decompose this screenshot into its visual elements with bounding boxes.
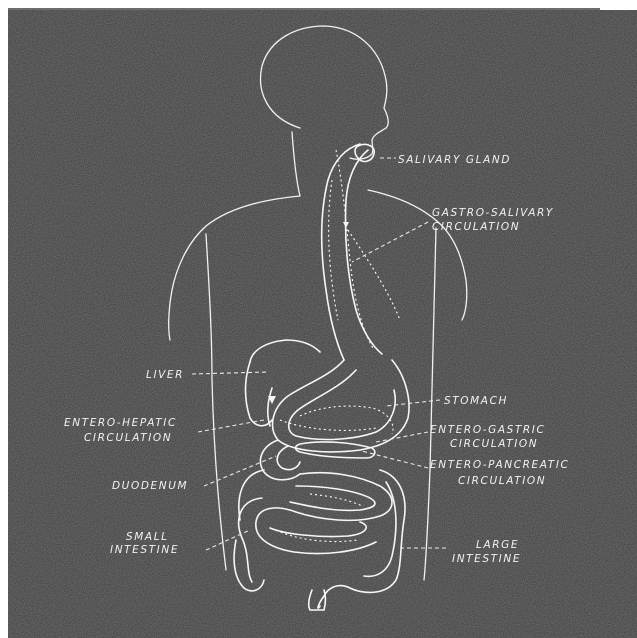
label-gastro-salivary-circulation: CIRCULATION (432, 221, 520, 233)
label-liver: LIVER (146, 369, 184, 381)
label-duodenum: DUODENUM (112, 480, 188, 492)
label-entero-gastric: ENTERO-GASTRIC (430, 424, 545, 436)
label-salivary-gland: SALIVARY GLAND (398, 154, 511, 166)
label-large-intestine: INTESTINE (452, 553, 521, 565)
label-stomach: STOMACH (444, 395, 508, 407)
label-entero-gastric-circulation: CIRCULATION (450, 438, 538, 450)
label-large: LARGE (476, 539, 519, 551)
label-entero-pancreatic-circulation: CIRCULATION (458, 475, 546, 487)
label-gastro-salivary: GASTRO-SALIVARY (432, 207, 554, 219)
label-small: SMALL (126, 531, 169, 543)
background-grain (8, 10, 637, 638)
label-entero-hepatic-circulation: CIRCULATION (84, 432, 172, 444)
label-small-intestine: INTESTINE (110, 544, 179, 556)
label-entero-hepatic: ENTERO-HEPATIC (64, 417, 177, 429)
label-entero-pancreatic: ENTERO-PANCREATIC (430, 459, 569, 471)
